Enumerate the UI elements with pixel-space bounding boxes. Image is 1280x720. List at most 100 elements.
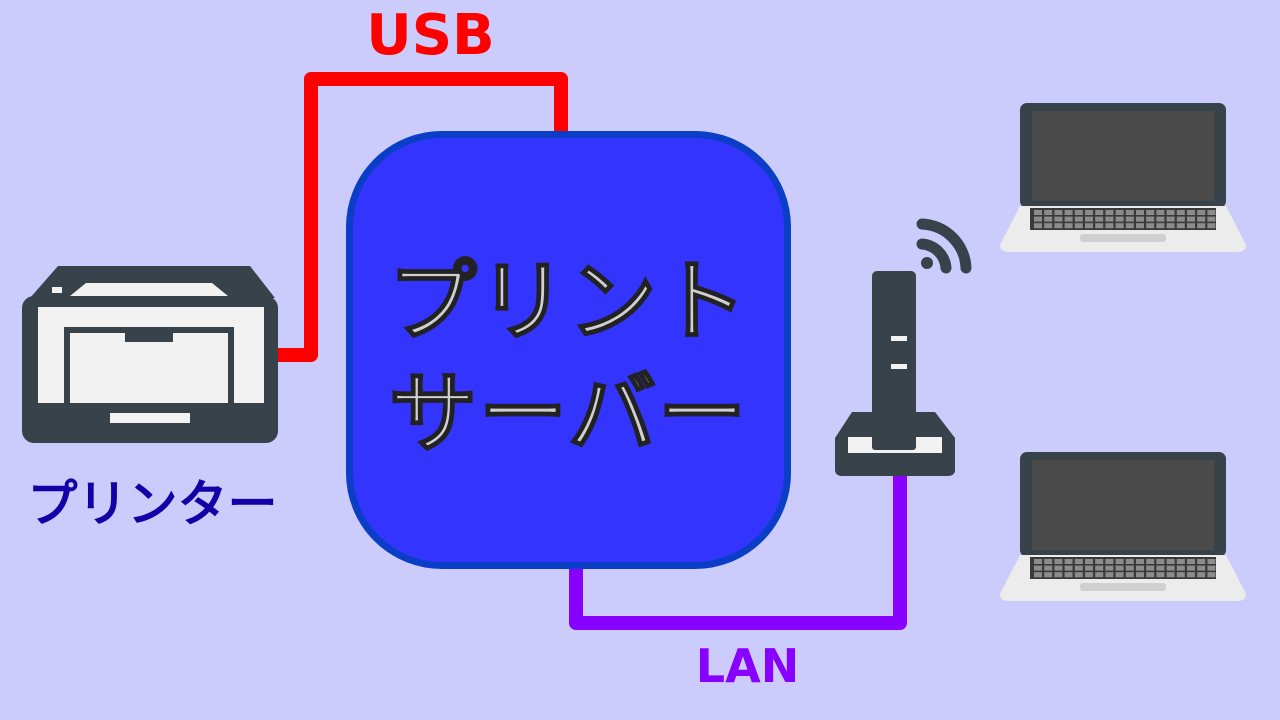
laptop-key <box>1105 572 1114 578</box>
laptop-key <box>1146 223 1155 229</box>
laptop-key <box>1146 572 1155 578</box>
laptop-key <box>1136 565 1144 571</box>
laptop-key <box>1064 216 1073 222</box>
laptop-key <box>1166 223 1175 229</box>
laptop-key <box>1074 216 1083 222</box>
laptop-key <box>1034 223 1042 229</box>
laptop-key <box>1034 559 1042 564</box>
laptop-key <box>1085 216 1093 222</box>
laptop-key <box>1115 223 1124 229</box>
laptop-key <box>1044 572 1053 578</box>
laptop-key <box>1156 559 1165 564</box>
laptop-key <box>1125 565 1134 571</box>
laptop-key <box>1176 223 1185 229</box>
laptop-key <box>1187 210 1195 215</box>
laptop-key <box>1034 565 1042 571</box>
laptop-key <box>1136 223 1144 229</box>
laptop-key <box>1176 216 1185 222</box>
laptop-key <box>1105 210 1114 215</box>
laptop-key <box>1085 559 1093 564</box>
laptop-key <box>1034 216 1042 222</box>
print-server-title-line1: プリント <box>387 249 749 354</box>
laptop-key <box>1207 572 1216 578</box>
laptop-key <box>1064 559 1073 564</box>
usb-cable <box>278 72 568 362</box>
laptop-key <box>1166 572 1175 578</box>
laptop-key <box>1176 210 1185 215</box>
lan-cable <box>569 470 907 630</box>
print-server-title: プリント サーバー <box>353 246 784 470</box>
laptop-key <box>1095 216 1104 222</box>
laptop-key <box>1207 565 1216 571</box>
laptop-key <box>1044 223 1053 229</box>
laptop-key <box>1156 572 1165 578</box>
laptop-key <box>1156 216 1165 222</box>
laptop-key <box>1125 559 1134 564</box>
laptop-key <box>1197 559 1206 564</box>
wifi-icon <box>916 218 972 274</box>
laptop-key <box>1064 565 1073 571</box>
laptop-key <box>1054 210 1063 215</box>
laptop-key <box>1034 210 1042 215</box>
laptop-key <box>1146 559 1155 564</box>
laptop-key <box>1197 210 1206 215</box>
lan-label: LAN <box>695 639 800 693</box>
laptop-key <box>1136 559 1144 564</box>
laptop-key <box>1105 559 1114 564</box>
laptop-key <box>1085 223 1093 229</box>
laptop-key <box>1146 565 1155 571</box>
laptop-key <box>1115 216 1124 222</box>
laptop-key <box>1197 565 1206 571</box>
laptop-key <box>1207 216 1216 222</box>
laptop-key <box>1085 572 1093 578</box>
laptop-key <box>1156 565 1165 571</box>
laptop-key <box>1115 210 1124 215</box>
laptop-key <box>1044 210 1053 215</box>
laptop-key <box>1105 223 1114 229</box>
laptop-key <box>1054 565 1063 571</box>
laptop-key <box>1054 572 1063 578</box>
laptop-key <box>1166 216 1175 222</box>
laptop-key <box>1187 559 1195 564</box>
laptop-key <box>1064 210 1073 215</box>
printer-icon <box>22 266 278 443</box>
laptop-key <box>1085 210 1093 215</box>
laptop-key <box>1207 559 1216 564</box>
laptop-key <box>1064 223 1073 229</box>
router-icon <box>835 271 955 476</box>
printer-label: プリンター <box>27 475 278 533</box>
laptop-key <box>1044 565 1053 571</box>
laptop-key <box>1166 559 1175 564</box>
laptop-key <box>1125 216 1134 222</box>
laptop-key <box>1064 572 1073 578</box>
laptop-key <box>1054 559 1063 564</box>
print-server-box: プリント サーバー <box>346 131 791 569</box>
laptop-key <box>1125 572 1134 578</box>
laptop-key <box>1115 565 1124 571</box>
laptop-icon <box>1000 452 1246 601</box>
laptop-key <box>1105 216 1114 222</box>
laptop-key <box>1074 572 1083 578</box>
laptop-key <box>1054 216 1063 222</box>
laptop-icon <box>1000 103 1246 252</box>
print-server-title-line2: サーバー <box>388 361 749 466</box>
laptop-key <box>1085 565 1093 571</box>
laptop-key <box>1197 572 1206 578</box>
laptop-key <box>1136 572 1144 578</box>
laptop-key <box>1074 210 1083 215</box>
laptop-key <box>1034 572 1042 578</box>
laptop-key <box>1074 565 1083 571</box>
laptop-key <box>1146 216 1155 222</box>
laptop-key <box>1207 210 1216 215</box>
usb-label: USB <box>366 3 495 68</box>
laptop-key <box>1095 223 1104 229</box>
laptop-key <box>1095 565 1104 571</box>
laptop-key <box>1197 216 1206 222</box>
laptop-key <box>1095 210 1104 215</box>
laptop-key <box>1176 559 1185 564</box>
laptop-key <box>1156 210 1165 215</box>
laptop-key <box>1095 559 1104 564</box>
laptop-key <box>1187 216 1195 222</box>
laptop-key <box>1166 210 1175 215</box>
